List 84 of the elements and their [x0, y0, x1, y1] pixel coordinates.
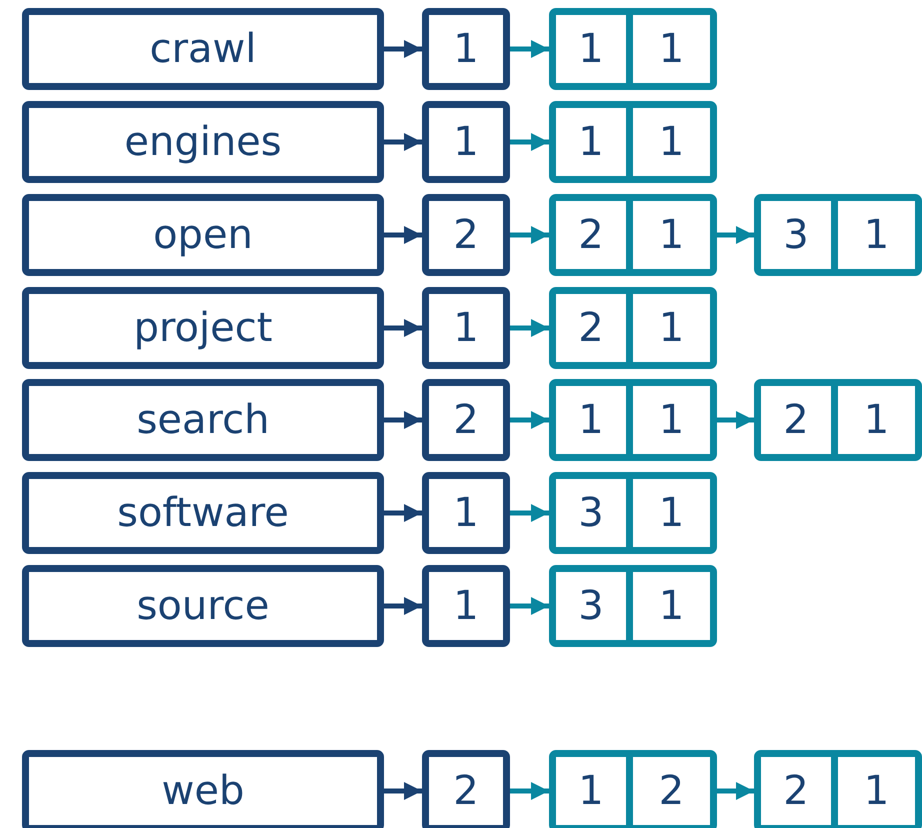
term-label: engines [124, 122, 282, 162]
term-label: crawl [150, 29, 256, 69]
doc-id: 3 [578, 493, 604, 533]
arrow [717, 411, 754, 429]
count-label: 1 [453, 308, 479, 348]
term-box [22, 194, 384, 276]
arrow [717, 226, 754, 244]
arrow [384, 597, 422, 615]
count-label: 2 [453, 215, 479, 255]
doc-id: 3 [578, 586, 604, 626]
doc-id: 2 [783, 771, 809, 811]
term-label: web [162, 771, 244, 811]
term-frequency: 1 [864, 771, 890, 811]
doc-id: 2 [578, 215, 604, 255]
arrow [510, 40, 549, 58]
doc-id: 2 [783, 400, 809, 440]
term-label: software [117, 493, 289, 533]
term-box [22, 287, 384, 369]
term-frequency: 1 [658, 493, 684, 533]
count-label: 2 [453, 771, 479, 811]
term-label: project [134, 308, 272, 348]
posting-box [549, 101, 717, 183]
count-label: 1 [453, 586, 479, 626]
term-frequency: 1 [658, 308, 684, 348]
count-box [422, 750, 510, 828]
term-frequency: 2 [658, 771, 684, 811]
arrow [510, 782, 549, 800]
count-label: 1 [453, 122, 479, 162]
term-frequency: 1 [658, 122, 684, 162]
posting-box [549, 8, 717, 90]
count-box [422, 101, 510, 183]
term-label: open [153, 215, 253, 255]
arrow [384, 226, 422, 244]
posting-box [549, 472, 717, 554]
doc-id: 3 [783, 215, 809, 255]
term-box [22, 472, 384, 554]
arrow [384, 782, 422, 800]
arrow [384, 133, 422, 151]
arrow [384, 504, 422, 522]
term-frequency: 1 [658, 215, 684, 255]
term-frequency: 1 [658, 400, 684, 440]
posting-box [754, 750, 922, 828]
count-box [422, 194, 510, 276]
term-label: search [136, 400, 270, 440]
arrow [510, 319, 549, 337]
posting-box [754, 194, 922, 276]
arrow [384, 40, 422, 58]
posting-box [754, 379, 922, 461]
term-frequency: 1 [658, 586, 684, 626]
arrow [384, 411, 422, 429]
term-box [22, 565, 384, 647]
count-box [422, 379, 510, 461]
term-box [22, 379, 384, 461]
count-label: 1 [453, 29, 479, 69]
term-box [22, 750, 384, 828]
term-box [22, 101, 384, 183]
doc-id: 1 [578, 29, 604, 69]
arrow [510, 411, 549, 429]
doc-id: 1 [578, 400, 604, 440]
count-box [422, 287, 510, 369]
posting-box [549, 565, 717, 647]
arrow [384, 319, 422, 337]
doc-id: 1 [578, 122, 604, 162]
posting-box [549, 194, 717, 276]
term-frequency: 1 [864, 215, 890, 255]
posting-box [549, 750, 717, 828]
count-box [422, 472, 510, 554]
arrow [510, 226, 549, 244]
count-label: 1 [453, 493, 479, 533]
doc-id: 2 [578, 308, 604, 348]
arrow [510, 504, 549, 522]
term-box [22, 8, 384, 90]
posting-box [549, 287, 717, 369]
term-frequency: 1 [864, 400, 890, 440]
count-box [422, 8, 510, 90]
count-label: 2 [453, 400, 479, 440]
posting-box [549, 379, 717, 461]
term-frequency: 1 [658, 29, 684, 69]
term-label: source [136, 586, 270, 626]
arrow [510, 133, 549, 151]
arrow [717, 782, 754, 800]
count-box [422, 565, 510, 647]
arrow [510, 597, 549, 615]
doc-id: 1 [578, 771, 604, 811]
